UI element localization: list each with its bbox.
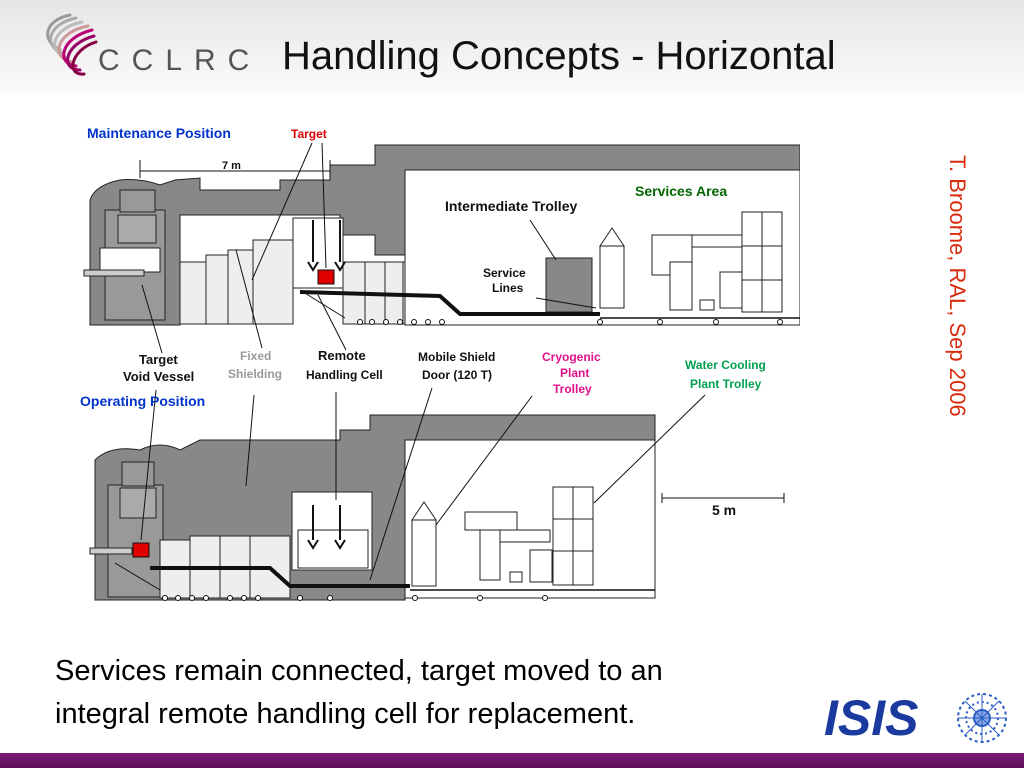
logo-text: CCLRC [98, 44, 262, 77]
label-intermediate-trolley: Intermediate Trolley [445, 198, 577, 214]
label-maintenance-position: Maintenance Position [87, 125, 231, 141]
caption-line-2: integral remote handling cell for replac… [55, 698, 636, 730]
label-dim-7m: 7 m [222, 160, 241, 172]
top-building-outline [89, 144, 800, 326]
bottom-bar [0, 753, 1024, 768]
label-water-cooling-1: Water Cooling [685, 358, 766, 372]
label-fixed-shielding-2: Shielding [228, 367, 282, 381]
label-remote-1: Remote [318, 348, 366, 363]
cclrc-logo [46, 13, 98, 76]
isis-logo: ISIS [824, 690, 1007, 746]
top-manipulators [307, 220, 346, 272]
label-mobile-shield-2: Door (120 T) [422, 368, 492, 382]
slide-title: Handling Concepts - Horizontal [282, 34, 836, 78]
top-target-red [317, 269, 335, 285]
label-cryogenic-1: Cryogenic [542, 350, 601, 364]
label-service-lines-2: Lines [492, 281, 524, 295]
caption-line-1: Services remain connected, target moved … [55, 655, 663, 687]
header-band [0, 0, 1024, 92]
bottom-service-line [114, 562, 655, 591]
isis-logo-text: ISIS [824, 690, 918, 746]
label-services-area: Services Area [635, 183, 727, 199]
dim-5m-line [661, 493, 785, 503]
cclrc-swirl-icon [46, 13, 98, 76]
label-target-void-1: Target [139, 352, 178, 367]
label-service-lines-1: Service [483, 266, 526, 280]
isis-sphere-icon [957, 693, 1007, 743]
label-cryogenic-3: Trolley [553, 382, 592, 396]
bottom-wheels [162, 595, 548, 601]
label-remote-2: Handling Cell [306, 368, 383, 382]
label-dim-5m: 5 m [712, 502, 736, 518]
label-mobile-shield-1: Mobile Shield [418, 350, 495, 364]
label-cryogenic-2: Plant [560, 366, 589, 380]
bottom-target-red [132, 542, 150, 558]
top-interior [83, 169, 800, 326]
label-water-cooling-2: Plant Trolley [690, 377, 762, 391]
handling-diagram: Maintenance Position Target 7 m Intermed… [80, 125, 800, 601]
label-target: Target [291, 127, 327, 141]
dim-7m-line [139, 160, 331, 178]
bottom-manipulators [307, 505, 346, 550]
caption: Services remain connected, target moved … [55, 650, 815, 736]
label-operating-position: Operating Position [80, 393, 205, 409]
label-fixed-shielding-1: Fixed [240, 349, 271, 363]
side-credit: T. Broome, RAL, Sep 2006 [945, 155, 970, 417]
label-target-void-2: Void Vessel [123, 369, 194, 384]
leader-lines [140, 142, 706, 581]
top-wheels [357, 319, 783, 325]
